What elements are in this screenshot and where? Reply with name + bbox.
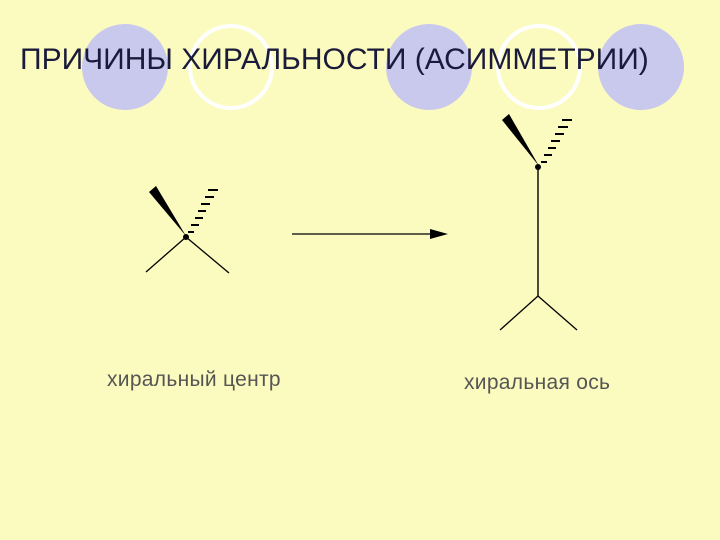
decorative-circle xyxy=(386,24,472,110)
bond-lower-right xyxy=(185,236,230,274)
chiral-axis-structure xyxy=(499,114,578,331)
slide-title: ПРИЧИНЫ ХИРАЛЬНОСТИ (АСИММЕТРИИ) xyxy=(20,43,649,76)
chiral-axis-caption: хиральная ось xyxy=(464,371,611,394)
transformation-arrow xyxy=(292,229,448,239)
bond-lower-left xyxy=(499,295,539,331)
chiral-center-structure xyxy=(145,186,230,274)
bond-lower-left xyxy=(145,236,187,273)
hashed-bond xyxy=(541,119,572,163)
wedge-bond xyxy=(502,114,539,166)
wedge-bond xyxy=(149,186,186,236)
center-atom xyxy=(183,234,189,240)
decorative-circle xyxy=(598,24,684,110)
decorative-circle xyxy=(82,24,168,110)
chiral-center-caption: хиральный центр xyxy=(107,368,281,391)
decorative-ring xyxy=(496,24,582,110)
axis-top-atom xyxy=(535,164,541,170)
bond-lower-right xyxy=(537,295,578,331)
hashed-bond xyxy=(188,189,218,233)
decorative-ring xyxy=(188,24,274,110)
